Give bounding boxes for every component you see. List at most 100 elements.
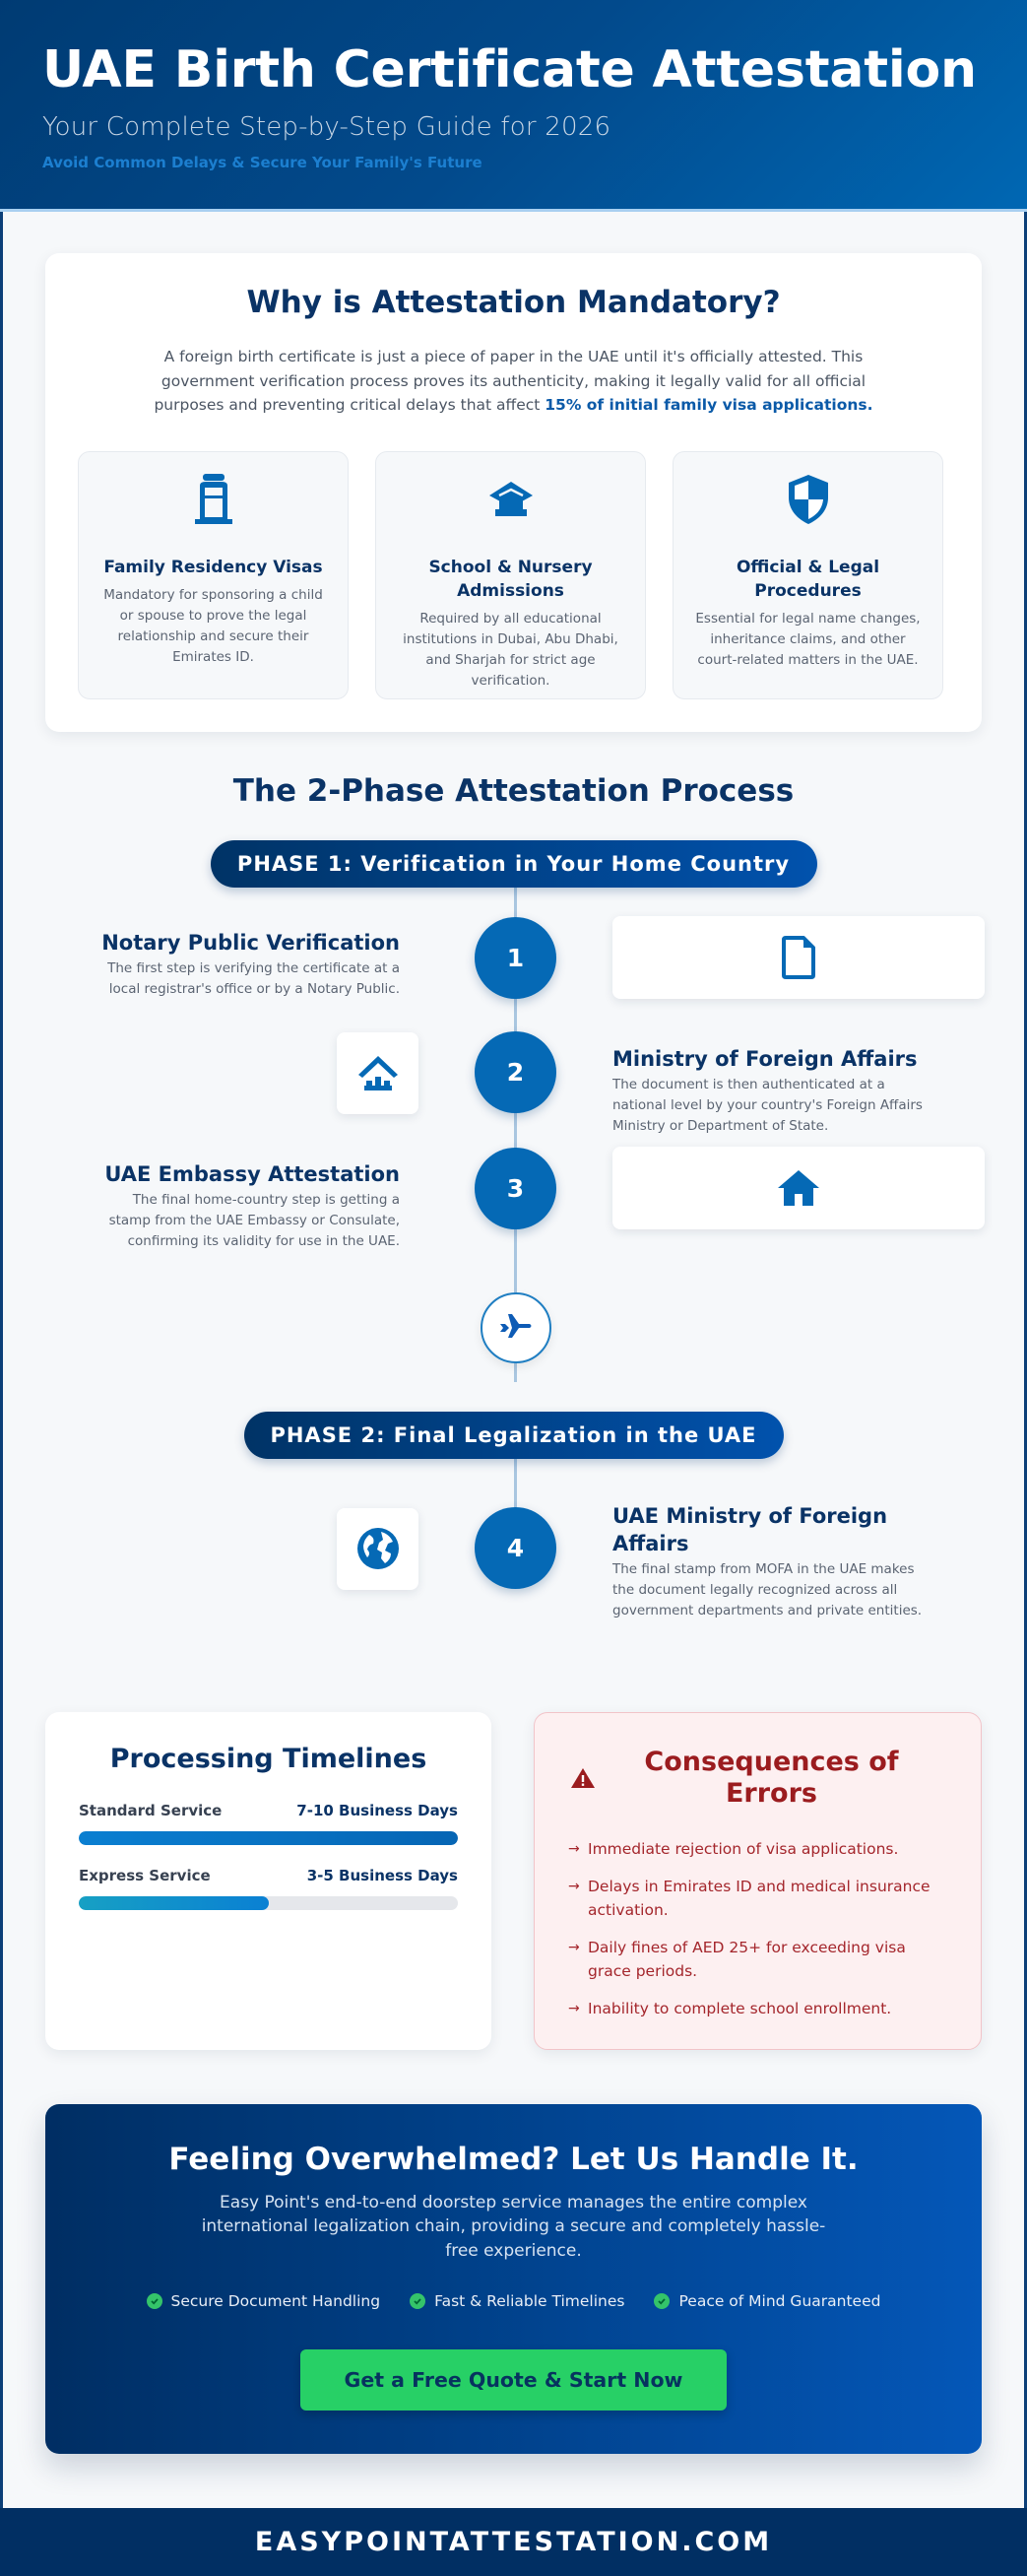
- passport-icon: [96, 473, 330, 531]
- why-item-text: Mandatory for sponsoring a child or spou…: [103, 586, 323, 665]
- step-title: UAE Embassy Attestation: [104, 1161, 400, 1186]
- progress-bar: [79, 1895, 458, 1910]
- processing-timelines-card: Processing Timelines Standard Service 7-1…: [45, 1711, 491, 2050]
- consequence-text: Daily fines of AED 25+ for exceeding vis…: [588, 1938, 906, 1980]
- step-2-text: Ministry of Foreign Affairs The document…: [612, 1045, 937, 1137]
- why-title: Why is Attestation Mandatory?: [246, 285, 781, 320]
- feature-label: Fast & Reliable Timelines: [434, 2292, 625, 2310]
- feature-item: Secure Document Handling: [146, 2292, 381, 2310]
- feature-label: Secure Document Handling: [170, 2292, 381, 2310]
- step-1-icon-box: [612, 915, 985, 999]
- service-name: Standard Service: [79, 1801, 223, 1819]
- why-lead: A foreign birth certificate is just a pi…: [140, 345, 888, 418]
- hero-header: UAE Birth Certificate Attestation Your C…: [0, 0, 1027, 212]
- why-item-legal: Official & Legal Procedures Essential fo…: [673, 450, 943, 699]
- step-3-text: UAE Embassy Attestation The final home-c…: [90, 1160, 400, 1252]
- step-description: The first step is verifying the certific…: [107, 959, 400, 997]
- step-3-icon-box: [612, 1146, 985, 1229]
- warning-icon: [571, 1767, 595, 1788]
- step-4-text: UAE Ministry of Foreign Affairs The fina…: [612, 1502, 937, 1621]
- consequence-item: → Immediate rejection of visa application…: [568, 1837, 947, 1861]
- consequence-text: Immediate rejection of visa applications…: [588, 1839, 899, 1858]
- arrow-icon: →: [568, 1878, 580, 1894]
- why-lead-highlight: 15% of initial family visa applications.: [545, 396, 873, 414]
- step-title: UAE Ministry of Foreign Affairs: [612, 1503, 888, 1555]
- step-1-text: Notary Public Verification The first ste…: [90, 929, 400, 1000]
- step-4-icon-box: [337, 1507, 418, 1590]
- step-title: Notary Public Verification: [101, 930, 400, 955]
- arrow-icon: →: [568, 2000, 580, 2016]
- service-name: Express Service: [79, 1866, 211, 1884]
- document-icon: [782, 935, 815, 979]
- consequence-text: Inability to complete school enrollment.: [588, 1999, 892, 2017]
- page-title: UAE Birth Certificate Attestation: [42, 40, 977, 99]
- page-subtitle: Your Complete Step-by-Step Guide for 202…: [42, 112, 611, 142]
- arrow-icon: →: [568, 1840, 580, 1857]
- process-title: The 2-Phase Attestation Process: [232, 772, 795, 809]
- progress-bar: [79, 1830, 458, 1845]
- why-item-text: Essential for legal name changes, inheri…: [695, 610, 921, 668]
- timeline-row-express: Express Service 3-5 Business Days: [79, 1867, 458, 1910]
- consequences-card: Consequences of Errors → Immediate reject…: [534, 1711, 982, 2050]
- cta-section: Feeling Overwhelmed? Let Us Handle It. E…: [45, 2103, 982, 2454]
- service-duration: 7-10 Business Days: [296, 1801, 458, 1819]
- check-circle-icon: [146, 2293, 162, 2309]
- consequences-list: → Immediate rejection of visa application…: [568, 1837, 947, 2020]
- check-circle-icon: [410, 2293, 426, 2309]
- why-section: Why is Attestation Mandatory? A foreign …: [45, 253, 982, 732]
- consequences-title: Consequences of Errors: [644, 1746, 899, 1809]
- step-description: The document is then authenticated at a …: [612, 1076, 923, 1134]
- step-4-badge: 4: [475, 1506, 556, 1589]
- phase-1-banner: PHASE 1: Verification in Your Home Count…: [210, 839, 817, 888]
- step-3-badge: 3: [475, 1147, 556, 1229]
- step-title: Ministry of Foreign Affairs: [612, 1046, 918, 1071]
- phase-2-banner: PHASE 2: Final Legalization in the UAE: [243, 1411, 784, 1459]
- shield-icon: [691, 474, 925, 531]
- graduation-cap-icon: [394, 474, 627, 531]
- landmark-icon: [357, 1056, 398, 1090]
- page-tagline: Avoid Common Delays & Secure Your Family…: [42, 154, 482, 171]
- why-item-title: Official & Legal Procedures: [736, 557, 880, 601]
- footer: EASYPOINTATTESTATION.COM: [0, 2507, 1027, 2576]
- feature-label: Peace of Mind Guaranteed: [678, 2292, 881, 2310]
- why-lead-text: A foreign birth certificate is just a pi…: [154, 348, 867, 414]
- main-content: Why is Attestation Mandatory? A foreign …: [3, 212, 1024, 2508]
- step-description: The final home-country step is getting a…: [108, 1191, 400, 1249]
- consequence-text: Delays in Emirates ID and medical insura…: [588, 1877, 931, 1919]
- transition-plane-badge: [481, 1291, 551, 1363]
- why-item-school: School & Nursery Admissions Required by …: [375, 450, 646, 699]
- why-grid: Family Residency Visas Mandatory for spo…: [78, 450, 949, 699]
- footer-site-link[interactable]: EASYPOINTATTESTATION.COM: [254, 2526, 773, 2557]
- why-item-residency: Family Residency Visas Mandatory for spo…: [78, 450, 349, 699]
- progress-fill: [79, 1895, 269, 1910]
- progress-fill: [79, 1830, 458, 1845]
- globe-icon: [356, 1528, 399, 1569]
- feature-item: Fast & Reliable Timelines: [410, 2292, 624, 2310]
- why-item-title: Family Residency Visas: [103, 557, 323, 577]
- cta-features: Secure Document Handling Fast & Reliable…: [85, 2292, 942, 2310]
- plane-icon: [500, 1313, 532, 1338]
- consequence-item: → Daily fines of AED 25+ for exceeding vi…: [568, 1936, 947, 1983]
- arrow-icon: →: [568, 1939, 580, 1955]
- home-icon: [778, 1169, 819, 1206]
- cta-title: Feeling Overwhelmed? Let Us Handle It.: [168, 2141, 859, 2177]
- why-item-text: Required by all educational institutions…: [403, 610, 618, 689]
- consequence-item: → Delays in Emirates ID and medical insur…: [568, 1875, 947, 1922]
- cta-text: Easy Point's end-to-end doorstep service…: [201, 2192, 826, 2261]
- feature-item: Peace of Mind Guaranteed: [654, 2292, 880, 2310]
- get-quote-button[interactable]: Get a Free Quote & Start Now: [300, 2349, 727, 2411]
- why-item-title: School & Nursery Admissions: [428, 557, 593, 601]
- timeline-row-standard: Standard Service 7-10 Business Days: [79, 1802, 458, 1845]
- timeline-line: [514, 1430, 517, 1559]
- check-circle-icon: [654, 2293, 671, 2309]
- service-duration: 3-5 Business Days: [306, 1866, 458, 1884]
- process-timeline: PHASE 1: Verification in Your Home Count…: [45, 839, 985, 1702]
- step-1-badge: 1: [475, 916, 556, 999]
- step-description: The final stamp from MOFA in the UAE mak…: [612, 1560, 923, 1618]
- timeline-line: [514, 869, 517, 1382]
- step-2-icon-box: [337, 1031, 418, 1114]
- consequence-item: → Inability to complete school enrollment…: [568, 1997, 947, 2020]
- info-cards-row: Processing Timelines Standard Service 7-1…: [45, 1711, 982, 2050]
- timelines-title: Processing Timelines: [109, 1743, 427, 1774]
